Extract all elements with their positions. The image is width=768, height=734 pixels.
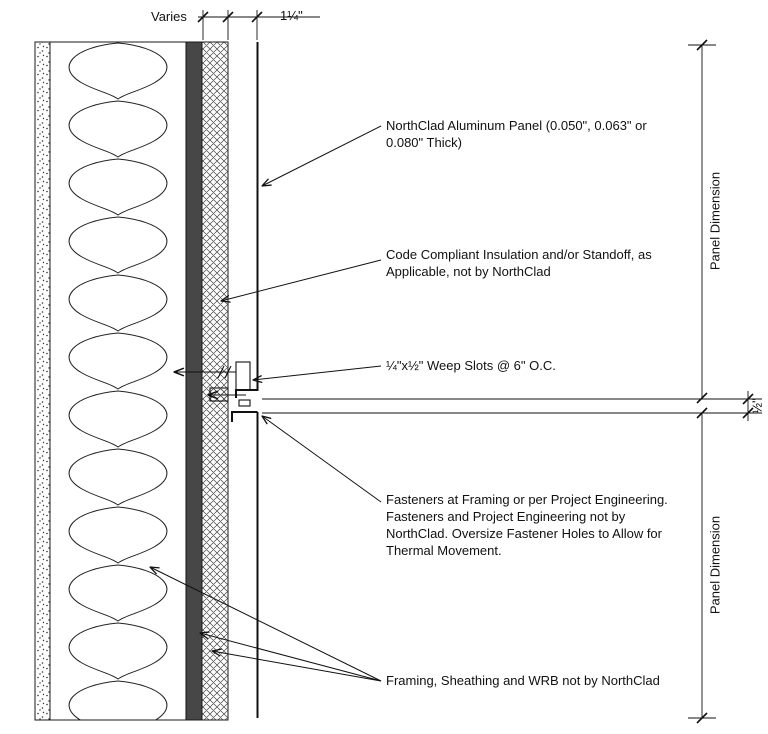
leader-weep-slots	[253, 365, 382, 380]
note-weep-slots: ¼"x½" Weep Slots @ 6" O.C.	[386, 358, 556, 373]
leader-panel	[262, 125, 382, 186]
note-framing: Framing, Sheathing and WRB not by NorthC…	[386, 673, 660, 688]
attachment-clip-and-fasteners	[174, 361, 251, 407]
leader-framing-3	[212, 651, 382, 682]
note-fasteners: Fasteners at Framing or per Project Engi…	[386, 492, 668, 559]
wrb-layer	[34, 41, 51, 721]
sheathing-layer	[185, 41, 203, 721]
dim-label-varies: Varies	[151, 9, 187, 24]
leader-lines	[150, 125, 382, 682]
note-aluminum-panel: NorthClad Aluminum Panel (0.050", 0.063"…	[386, 118, 647, 151]
dim-label-panel-dimension-top: Panel Dimension	[707, 171, 723, 271]
dim-label-joint-gap: ½"	[749, 398, 765, 414]
note-insulation: Code Compliant Insulation and/or Standof…	[386, 247, 652, 280]
leader-framing-2	[200, 633, 382, 682]
dimension-ticks	[197, 11, 754, 724]
leader-framing-1	[150, 567, 382, 682]
wall-layers	[34, 41, 229, 721]
dim-label-panel-dimension-bottom: Panel Dimension	[707, 515, 723, 615]
batt-insulation-layer	[50, 42, 186, 720]
panel-clip	[235, 361, 251, 391]
weep-slot	[238, 399, 251, 407]
dimension-lines	[197, 10, 762, 724]
leader-insulation	[221, 259, 382, 301]
rigid-insulation-layer	[201, 41, 229, 721]
dim-label-offset: 1¼"	[280, 8, 303, 23]
leader-fasteners	[262, 416, 382, 503]
